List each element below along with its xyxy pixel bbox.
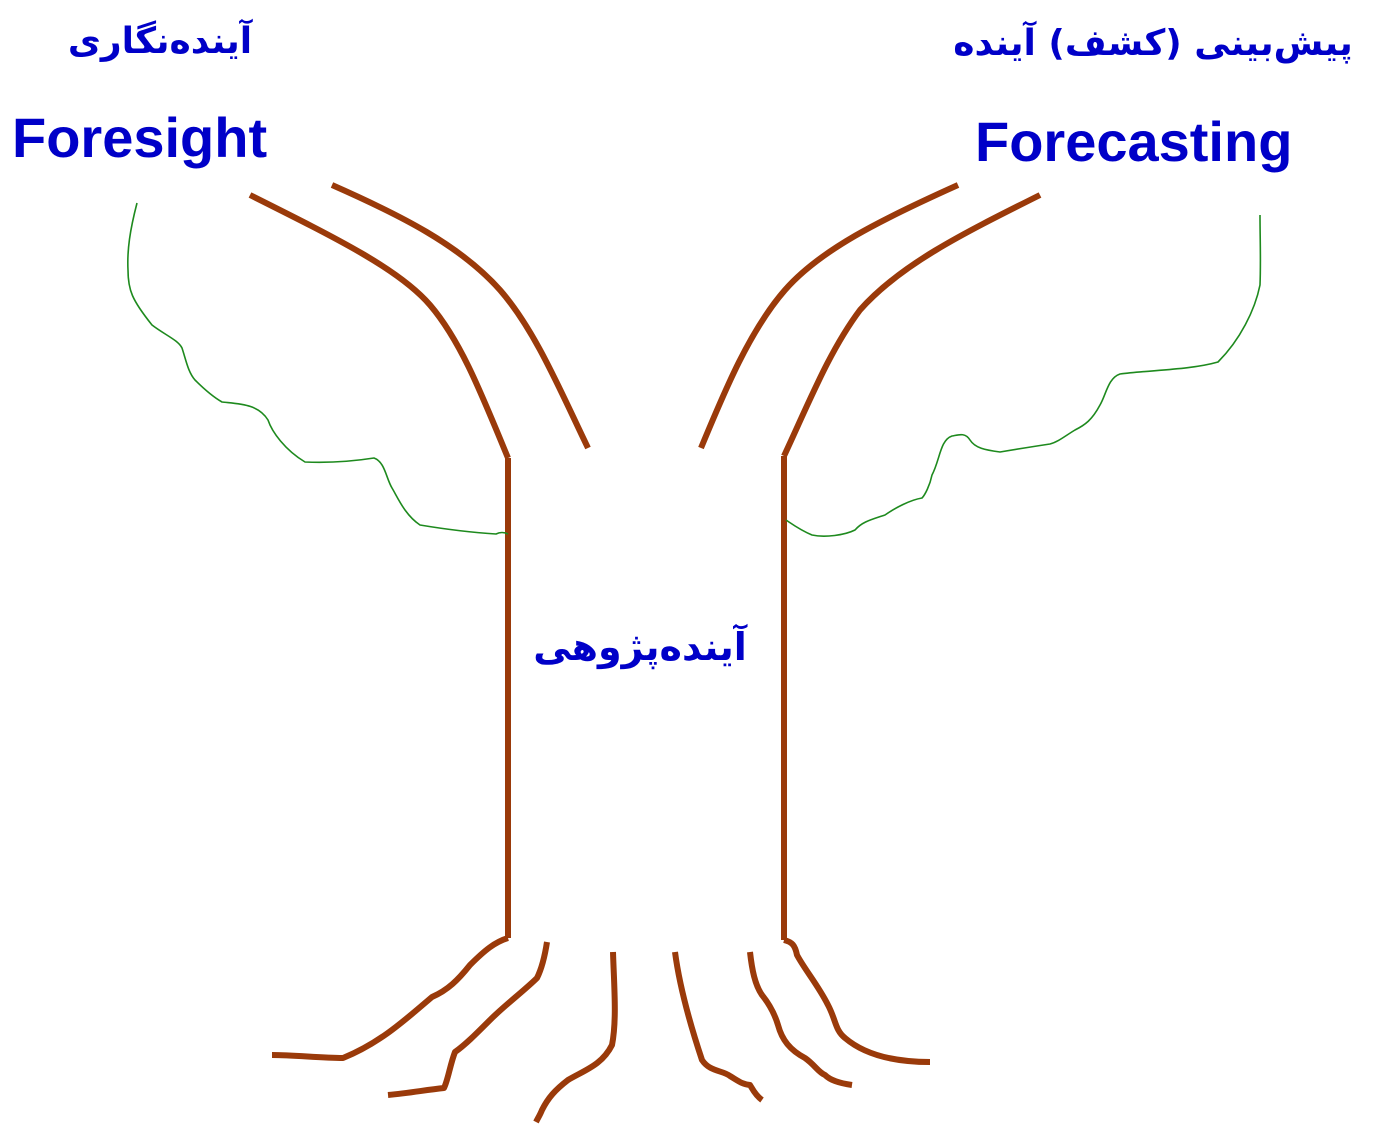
foresight-persian-label: آینده‌نگاری — [67, 21, 253, 62]
left-leaf-outline — [127, 202, 509, 535]
left-branch-outer — [248, 192, 511, 460]
futures-studies-persian-label: آینده‌پژوهی — [533, 625, 747, 669]
root-3 — [533, 951, 618, 1124]
root-2 — [387, 941, 550, 1098]
forecasting-english-label: Forecasting — [975, 110, 1293, 173]
foresight-english-label: Foresight — [12, 106, 268, 169]
root-6 — [783, 937, 931, 1065]
right-leaf-outline — [785, 214, 1262, 537]
right-branch-inner — [698, 182, 960, 450]
root-5 — [747, 951, 853, 1088]
root-1 — [271, 935, 509, 1061]
right-branch-outer — [781, 192, 1042, 458]
root-4 — [672, 951, 764, 1103]
forecasting-persian-label: پیش‌بینی (کشف) آینده — [953, 23, 1353, 64]
left-branch-inner — [330, 182, 591, 450]
